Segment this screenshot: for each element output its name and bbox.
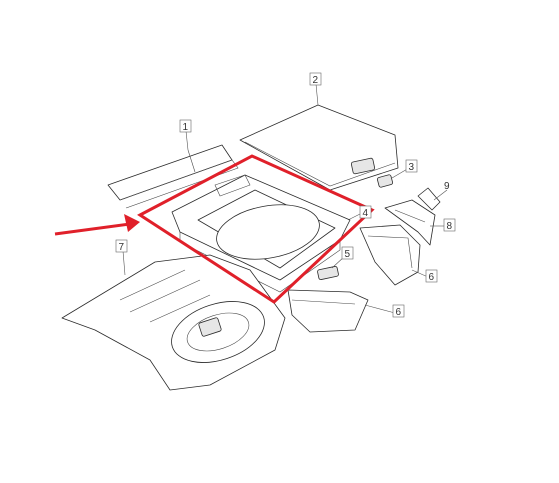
callout-2: 2	[309, 72, 322, 86]
part-8-bracket	[384, 199, 436, 246]
callout-7-label: 7	[119, 242, 125, 253]
highlight-arrow	[54, 214, 140, 236]
callout-4: 4	[359, 205, 372, 219]
callout-2-label: 2	[313, 75, 319, 86]
callout-9-label: 9	[444, 181, 450, 192]
part-9-hook	[417, 187, 441, 211]
callout-5: 5	[341, 246, 354, 260]
callout-8: 8	[443, 218, 456, 232]
callout-4-label: 4	[363, 208, 369, 219]
callout-6-lower: 6	[392, 304, 405, 318]
callout-6-upper: 6	[425, 269, 438, 283]
part-4-storage-tray	[171, 174, 351, 293]
callout-9: 9	[444, 181, 450, 192]
part-3-clip	[376, 174, 394, 188]
callout-5-label: 5	[345, 249, 351, 260]
callout-6-lower-label: 6	[396, 307, 402, 318]
callout-3-label: 3	[409, 162, 415, 173]
highlight-frame	[137, 154, 375, 304]
part-6-upper-trim	[359, 224, 421, 286]
callout-6-upper-label: 6	[429, 272, 435, 283]
callout-3: 3	[405, 159, 418, 173]
callout-8-label: 8	[447, 221, 453, 232]
callout-1: 1	[179, 119, 192, 133]
part-6-lower-bin	[287, 289, 369, 333]
part-7-floor-pan	[61, 254, 286, 391]
callout-7: 7	[115, 239, 128, 253]
part-5-latch	[317, 266, 339, 280]
part-2-cargo-cover	[239, 104, 399, 191]
callout-1-label: 1	[183, 122, 189, 133]
